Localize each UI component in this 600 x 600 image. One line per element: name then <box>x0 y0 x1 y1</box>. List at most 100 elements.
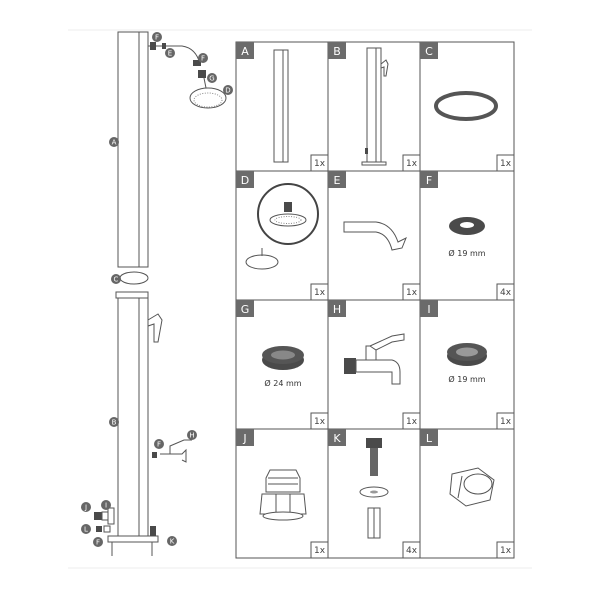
svg-text:J: J <box>84 504 87 512</box>
cell-i-header <box>420 300 438 317</box>
part-b-column <box>366 47 382 163</box>
cell-k-qty-box <box>402 541 421 559</box>
cell-e-qty: 1x <box>406 288 418 298</box>
part-j-connector-top <box>265 469 301 493</box>
svg-text:D: D <box>225 87 230 95</box>
mixer-lever <box>147 313 163 343</box>
part-i-dimension: Ø 19 mm <box>448 374 485 384</box>
inlet-fitting-2 <box>101 511 109 521</box>
cell-e: E 1x <box>328 171 421 301</box>
part-g-dimension: Ø 24 mm <box>264 378 301 388</box>
callout-g: G <box>207 73 217 83</box>
shower-head-holes <box>193 92 223 108</box>
shower-head <box>189 87 227 109</box>
svg-text:K: K <box>170 538 175 546</box>
svg-text:F: F <box>155 34 159 42</box>
callout-h: H <box>187 430 197 440</box>
gasket-ring <box>119 271 149 285</box>
part-k-washer-hole <box>370 490 378 494</box>
cell-e-header <box>328 171 346 188</box>
head-connector <box>198 70 206 78</box>
cell-k-letter: K <box>333 432 341 445</box>
cell-b-qty-box <box>402 154 421 172</box>
arm-connector <box>150 42 156 50</box>
cell-g-letter: G <box>241 303 250 316</box>
callouts: A F E F G D C B F H J I L F K <box>81 32 233 547</box>
svg-text:F: F <box>157 441 161 449</box>
part-g-washer-hole <box>271 350 295 360</box>
part-d-head-small <box>245 254 279 270</box>
arm-joint <box>193 60 201 66</box>
side-tap <box>160 439 192 463</box>
cell-l-header <box>420 429 438 446</box>
column-base <box>107 535 159 543</box>
cell-f-qty-box <box>496 283 515 301</box>
cell-i-qty: 1x <box>500 417 512 427</box>
callout-f-top: F <box>152 32 162 42</box>
callout-i: I <box>101 500 111 510</box>
svg-text:A: A <box>112 139 117 147</box>
inlet-pipe <box>107 507 115 525</box>
cell-d: D 1x <box>236 171 329 301</box>
cell-b-header <box>328 42 346 59</box>
inlet-fitting-3 <box>96 526 102 532</box>
tap-washer <box>152 452 157 458</box>
part-h-spout <box>355 359 401 385</box>
part-b-base <box>361 161 387 166</box>
cell-j-qty: 1x <box>314 546 326 556</box>
part-h-inlet <box>344 358 356 374</box>
assembly-drawing <box>94 31 227 556</box>
svg-text:G: G <box>209 75 214 83</box>
part-b-lever <box>380 59 389 77</box>
part-j-base <box>262 511 304 521</box>
cell-i-letter: I <box>427 303 430 316</box>
callout-f-arm: F <box>198 53 208 63</box>
cell-c: C 1x <box>420 42 515 172</box>
callout-k: K <box>167 536 177 546</box>
part-i-filter-mesh <box>456 347 478 357</box>
callout-a: A <box>109 137 119 147</box>
part-f-washer-hole <box>460 222 474 228</box>
cell-e-letter: E <box>334 174 341 187</box>
callout-c: C <box>111 274 121 284</box>
part-f-dimension: Ø 19 mm <box>448 248 485 258</box>
callout-f-base: F <box>93 537 103 547</box>
cell-i-qty-box <box>496 412 515 430</box>
lower-column-cap <box>115 291 149 299</box>
cell-l: L 1x <box>420 429 515 559</box>
part-d-head-holes <box>274 216 302 224</box>
cell-f-header <box>420 171 438 188</box>
cell-j: J 1x <box>236 429 329 559</box>
cell-l-qty-box <box>496 541 515 559</box>
cell-b-letter: B <box>333 45 341 58</box>
cell-f-letter: F <box>426 174 432 187</box>
cell-h-qty-box <box>402 412 421 430</box>
callout-b: B <box>109 417 119 427</box>
cell-c-letter: C <box>425 45 433 58</box>
cell-a-qty: 1x <box>314 159 326 169</box>
cell-c-header <box>420 42 438 59</box>
cell-k: K 4x <box>328 429 421 559</box>
svg-text:F: F <box>201 55 205 63</box>
shower-head-neck <box>203 77 207 89</box>
cell-a-qty-box <box>310 154 329 172</box>
cell-h-header <box>328 300 346 317</box>
callout-f-tap: F <box>154 439 164 449</box>
part-l-facet <box>457 475 463 499</box>
inlet-fitting-1 <box>94 512 102 520</box>
cell-j-header <box>236 429 254 446</box>
cell-c-qty: 1x <box>500 159 512 169</box>
svg-text:E: E <box>168 50 172 58</box>
cell-d-qty-box <box>310 283 329 301</box>
cell-k-header <box>328 429 346 446</box>
cell-h: H 1x <box>328 300 421 430</box>
part-k-bolt-shaft <box>370 448 378 476</box>
cell-l-letter: L <box>426 432 433 445</box>
cell-f-qty: 4x <box>500 288 512 298</box>
cell-f: F 4x Ø 19 mm <box>420 171 515 301</box>
inlet-fitting-4 <box>103 525 111 533</box>
cell-g: G 1x Ø 24 mm <box>236 300 329 430</box>
upper-column <box>117 31 149 268</box>
cell-g-qty: 1x <box>314 417 326 427</box>
cell-g-header <box>236 300 254 317</box>
